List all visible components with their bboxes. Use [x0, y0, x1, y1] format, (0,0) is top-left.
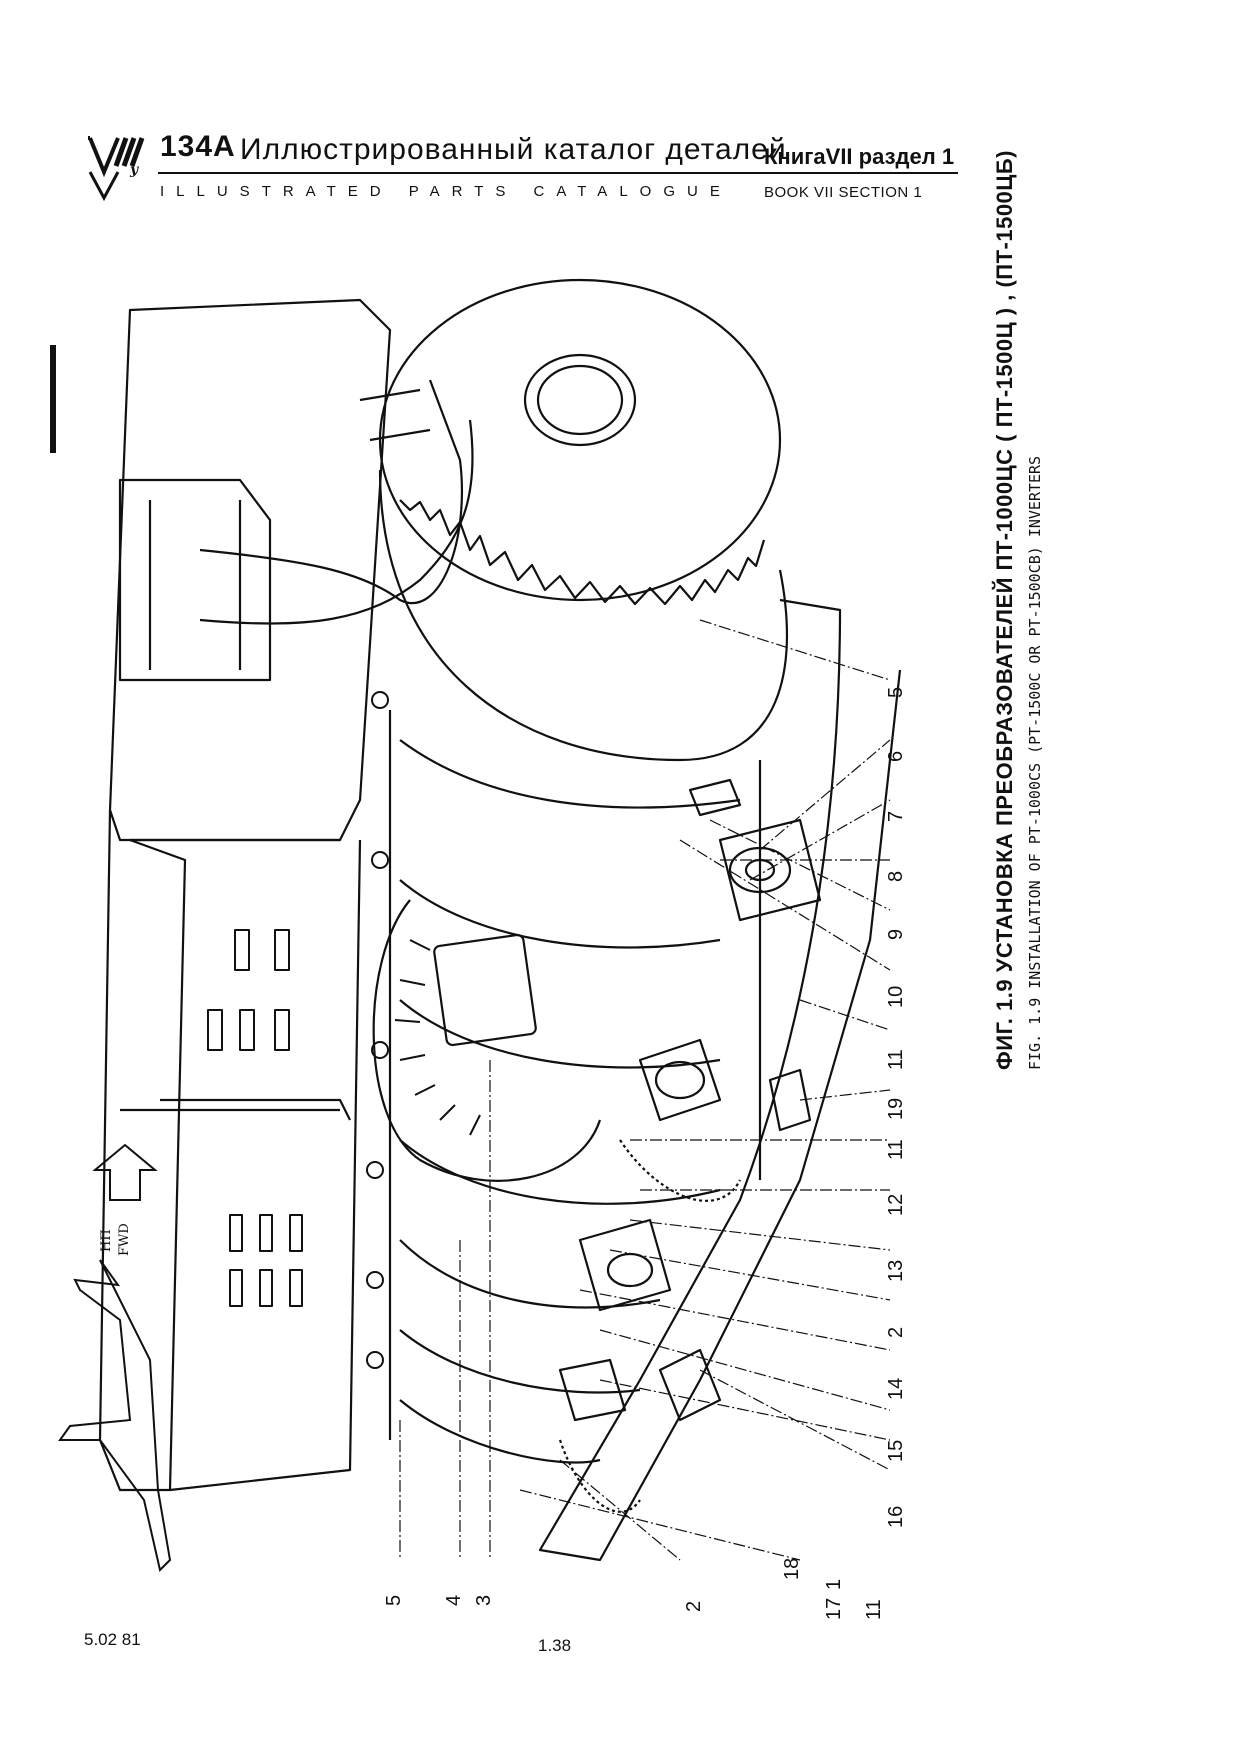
caption-ru: ФИГ. 1.9 УСТАНОВКА ПРЕОБРАЗОВАТЕЛЕЙ ПТ-1…	[992, 149, 1017, 1070]
callout-5: 5	[885, 687, 907, 698]
forward-direction-indicator: НП FWD	[58, 1143, 172, 1572]
callout-13: 13	[885, 1260, 907, 1282]
change-bar	[50, 345, 56, 453]
callout-1: 1	[823, 1579, 845, 1590]
catalog-title-en: ILLUSTRATED PARTS CATALOGUE	[160, 183, 732, 200]
book-section-en: BOOK VII SECTION 1	[764, 184, 923, 201]
book-section-ru: КнигаVII раздел 1	[764, 144, 955, 169]
callout-11c: 11	[863, 1599, 885, 1620]
fwd-label-en: FWD	[117, 1223, 132, 1256]
callout-16: 16	[885, 1506, 907, 1528]
callout-3: 3	[473, 1595, 495, 1606]
callout-4: 4	[443, 1595, 465, 1606]
inverter-end-cap	[378, 278, 782, 602]
header-rule	[158, 172, 958, 174]
cables	[199, 379, 464, 605]
svg-text:y: y	[129, 162, 139, 178]
callout-9: 9	[885, 929, 907, 940]
callout-2b: 2	[683, 1601, 705, 1612]
cable-bracket	[118, 478, 272, 682]
callout-11b: 11	[885, 1139, 907, 1160]
caption-en: FIG. 1.9 INSTALLATION OF PT-1000CS (PT-1…	[1026, 455, 1044, 1070]
callout-10: 10	[885, 986, 907, 1008]
fwd-label-ru: НП	[99, 1229, 114, 1252]
callout-7: 7	[885, 811, 907, 822]
inverter-installation-drawing: 5 6 7 8 9 10 11 19 11 12 13 2 14 15 16 1…	[58, 278, 907, 1620]
aircraft-icon	[58, 1259, 172, 1572]
callout-11: 11	[885, 1049, 907, 1070]
callout-8: 8	[885, 871, 907, 882]
tupolev-logo: y	[88, 136, 145, 202]
callout-19: 19	[885, 1098, 907, 1120]
upper-housing	[108, 298, 392, 842]
revision-date: 5.02 81	[84, 1630, 141, 1649]
callout-6: 6	[885, 751, 907, 762]
callout-18: 18	[781, 1558, 803, 1580]
aircraft-model: 134A	[160, 130, 236, 163]
callout-17: 17	[823, 1598, 845, 1620]
callout-14: 14	[885, 1378, 907, 1400]
inverter-body	[388, 710, 762, 1440]
page-number: 1.38	[538, 1636, 572, 1655]
callout-2: 2	[885, 1327, 907, 1338]
mounting-base	[538, 598, 902, 1562]
callout-15: 15	[885, 1440, 907, 1462]
callout-5b: 5	[383, 1595, 405, 1606]
callout-12: 12	[885, 1194, 907, 1216]
catalog-title-ru: Иллюстрированный каталог деталей	[240, 133, 787, 166]
